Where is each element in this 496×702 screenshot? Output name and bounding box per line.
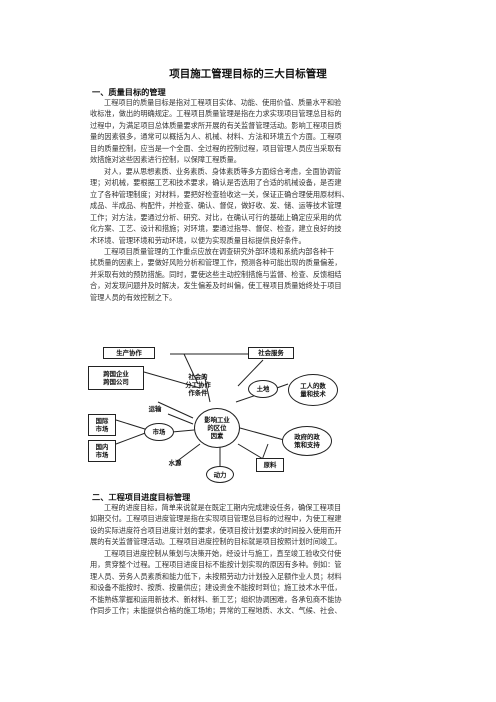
paragraph-schedule-causes: 工程项目进度控制从策划与决策开始，经设计与施工，直至竣工验收交付使 用，贯穿整个… [90, 548, 408, 617]
node-government-policy: 政府的政 策和支持 [282, 426, 332, 456]
text-line: 合，对发现问题并及时解决，发生偏差及时纠偏，使工程项目质量始终处于项目 [90, 281, 342, 291]
text-line: 展的有关监督管理活动。工程项目进度控制的目标就是项目按照计划时间竣工。 [90, 537, 342, 547]
text-line: 量的因素很多，通常可以概括为人、机械、材料、方法和环境五个方面。工程项 [90, 132, 342, 142]
text-line: 工程项目进度控制从策划与决策开始，经设计与施工，直至竣工验收交付使 [104, 549, 342, 558]
text-line: 成品、半成品、构配件，并检查、确认、督促，做好收、发、储、运等技术管理 [90, 201, 342, 211]
node-social-service: 社会服务 [248, 347, 294, 359]
diagram-connectors [115, 353, 289, 468]
text-line: 设的实际进度符合项目进度计划的要求，使项目按计划要求的时间投入使用而开 [90, 525, 342, 535]
industrial-location-diagram: 生产协作 社会服务 跨国企业 跨国公司 社会的 分工协作 作条件 土地 工人的数… [88, 344, 348, 486]
text-line: 工作；对方法，要通过分析、研究、对比，在确认可行的基础上确定应采用的优 [90, 212, 342, 222]
text-line: 效措施对这些因素进行控制，以保障工程质量。 [90, 155, 241, 165]
text-line: 目的质量控制，应当是一个全面、全过程的控制过程，项目管理人员应当采取有 [90, 143, 342, 153]
text-line: 过程中，为满足项目总体质量要求所开展的有关监督管理活动。影响工程项目质 [90, 120, 342, 130]
paragraph-quality-definition: 工程项目的质量目标是指对工程项目实体、功能、使用价值、质量水平和验 收标准，做出… [90, 97, 408, 166]
node-land: 土地 [248, 380, 278, 398]
text-line: 化方案、工艺、设计和措施；对环境，要通过指导、督促、检查，建立良好的技 [90, 224, 342, 234]
node-water-source: 水源 [168, 459, 182, 467]
text-line: 扰质量的因素上，要做好风险分析和管理工作，预测各种可能出现的质量偏差， [90, 258, 342, 268]
text-line: 收标准，做出的明确规定。工程项目质量管理是指在力求实现项目管理总目标的 [90, 109, 342, 119]
node-multinational-enterprise: 跨国企业 跨国公司 [88, 366, 144, 390]
node-transport: 运输 [148, 405, 162, 413]
node-raw-material: 原料 [256, 458, 284, 472]
node-power: 动力 [206, 466, 234, 483]
text-line: 用，贯穿整个过程。工程项目进度目标不能按计划实现的原因有多种。例如：管 [90, 560, 342, 570]
text-line: 工程的进度目标，简单来说就是在既定工期内完成建设任务，确保工程项目 [104, 503, 342, 512]
node-market: 市场 [144, 423, 174, 441]
text-line: 不能熟练掌握和运用新技术、新材料、新工艺；组织协调困难，各承包商不能协 [90, 594, 342, 604]
text-line: 作同步工作；未能提供合格的施工场地；异常的工程地质、水文、气候、社会、 [90, 606, 342, 616]
text-line: 和设备不能按时、按质、按量供应；建设资金不能按时到位；施工技术水平低， [90, 583, 342, 593]
node-workers: 工人的数 量和技术 [288, 374, 338, 406]
node-international-market: 国际 市场 [88, 414, 116, 436]
paragraph-schedule-definition: 工程的进度目标，简单来说就是在既定工期内完成建设任务，确保工程项目 如期交付。工… [90, 502, 408, 548]
node-social-division: 社会的 分工协作 作条件 [185, 373, 211, 397]
text-line: 对人，要从思想素质、业务素质、身体素质等多方面综合考虑，全面协调管 [104, 167, 342, 176]
text-line: 工程项目质量管理的工作重点应放在调查研究外部环境和系统内部各种干 [104, 247, 335, 256]
text-line: 管理人员的有效控制之下。 [90, 292, 177, 302]
text-line: 工程项目的质量目标是指对工程项目实体、功能、使用价值、质量水平和验 [104, 98, 342, 107]
section-heading-schedule: 二、工程项目进度目标管理 [92, 492, 191, 502]
text-line: 并采取有效的预防措施。同时，要使这些主动控制措施与监督、检查、反馈相结 [90, 269, 342, 279]
text-line: 理人员、劳务人员素质和能力低下，未按照劳动力计划投入足额作业人员；材料 [90, 571, 342, 581]
paragraph-quality-focus: 工程项目质量管理的工作重点应放在调查研究外部环境和系统内部各种干 扰质量的因素上… [90, 246, 408, 303]
section-heading-quality: 一、质量目标的管理 [92, 87, 166, 97]
text-line: 理；对机械，要根据工艺和技术要求，确认是否选用了合适的机械设备，是否建 [90, 178, 342, 188]
document-title: 项目施工管理目标的三大目标管理 [169, 68, 327, 80]
node-production-cooperation: 生产协作 [103, 347, 155, 359]
node-domestic-market: 国内 市场 [88, 440, 116, 462]
paragraph-quality-factors: 对人，要从思想素质、业务素质、身体素质等多方面综合考虑，全面协调管 理；对机械，… [90, 166, 408, 246]
text-line: 立了各种管理制度；对材料，要把好检查验收这一关，保证正确合理使用原材料、 [90, 189, 349, 199]
node-center-factors: 影响工业 的区位 因素 [194, 408, 240, 448]
text-line: 术环境、管理环境和劳动环境，以便为实现质量目标提供良好条件。 [90, 235, 306, 245]
text-line: 如期交付。工程项目进度管理是指在实现项目管理总目标的过程中，为使工程建 [90, 514, 342, 524]
